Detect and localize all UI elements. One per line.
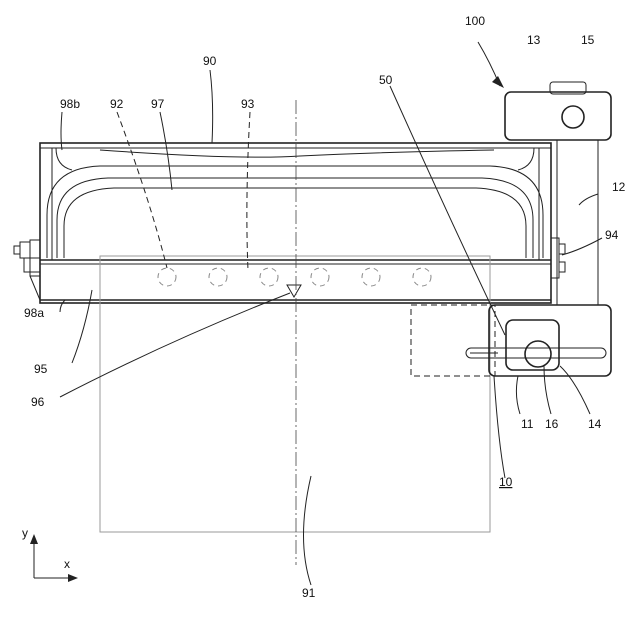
- arrow-100: [492, 76, 504, 88]
- label-14: 14: [588, 417, 602, 431]
- label-94: 94: [605, 228, 619, 242]
- support-post-12: [557, 140, 598, 305]
- tray-outline: [100, 256, 490, 532]
- label-93: 93: [241, 97, 255, 111]
- camera-unit-13: [505, 82, 611, 140]
- label-97: 97: [151, 97, 165, 111]
- left-side-fitting: [14, 240, 40, 300]
- base-unit-10: [411, 305, 611, 376]
- label-16: 16: [545, 417, 559, 431]
- label-92: 92: [110, 97, 124, 111]
- label-98a: 98a: [24, 306, 44, 320]
- reference-mark-96: [287, 285, 301, 297]
- label-12: 12: [612, 180, 626, 194]
- label-95: 95: [34, 362, 48, 376]
- label-50: 50: [379, 73, 393, 87]
- label-13: 13: [527, 33, 541, 47]
- label-11: 11: [521, 417, 534, 431]
- label-91: 91: [302, 586, 316, 600]
- axis-label-x: x: [64, 557, 70, 571]
- label-96: 96: [31, 395, 45, 409]
- coordinate-axes: [30, 534, 78, 582]
- label-98b: 98b: [60, 97, 80, 111]
- hole-row: [158, 268, 431, 286]
- label-10: 10: [499, 475, 513, 489]
- label-90: 90: [203, 54, 217, 68]
- tray-housing: [40, 143, 551, 303]
- right-side-fitting: [551, 238, 565, 278]
- leader-lines: [60, 42, 602, 585]
- label-15: 15: [581, 33, 595, 47]
- axis-label-y: y: [22, 526, 28, 540]
- label-100: 100: [465, 14, 485, 28]
